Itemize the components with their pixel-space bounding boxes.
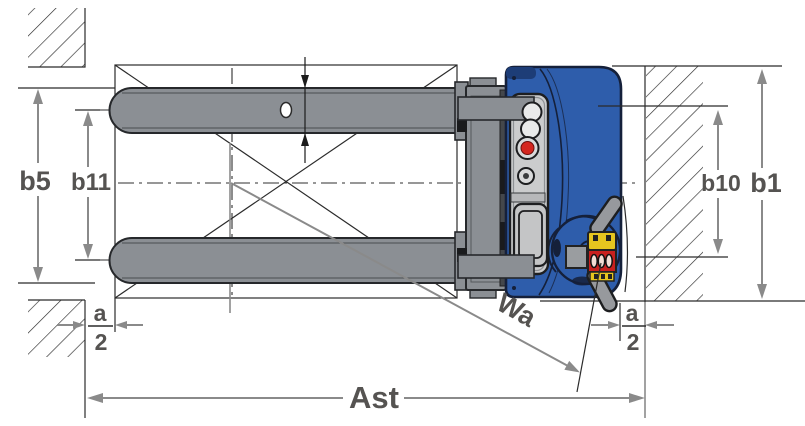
dimension-a-half-left: a 2 (57, 300, 143, 355)
label-a-right: a (626, 300, 639, 326)
dimension-ast: Ast (87, 380, 645, 415)
tiller-mount (565, 245, 588, 269)
label-b10: b10 (701, 170, 741, 196)
extension-lines-over (598, 105, 728, 258)
label-b1: b1 (750, 168, 782, 198)
dimension-b10: b10 (701, 110, 741, 254)
fork-hole (279, 101, 293, 119)
swept-path-lines (576, 195, 629, 393)
dimension-b11: b11 (71, 111, 111, 259)
extension-lines (18, 65, 805, 341)
fork-top (108, 87, 460, 134)
fork-thickness-dimension (301, 57, 309, 163)
fork-bottom (108, 237, 460, 284)
dimension-b1: b1 (750, 69, 782, 299)
body-top-shadow (506, 67, 536, 79)
label-b5: b5 (19, 166, 51, 196)
label-2-right: 2 (627, 329, 640, 355)
tiller-handle (565, 195, 623, 313)
dimension-b5: b5 (19, 89, 51, 282)
wall-hatch-right (644, 66, 703, 418)
control-panel (457, 92, 550, 279)
dimension-a-half-right: a 2 (591, 300, 674, 355)
label-b11: b11 (71, 169, 111, 196)
label-a-left: a (94, 300, 107, 326)
wall-hatch-top-left (28, 8, 86, 68)
label-ast: Ast (349, 380, 399, 415)
key-switch (523, 173, 529, 179)
wall-hatch-bottom-left (28, 299, 86, 418)
label-2-left: 2 (95, 329, 108, 355)
emergency-stop-button (520, 141, 535, 155)
